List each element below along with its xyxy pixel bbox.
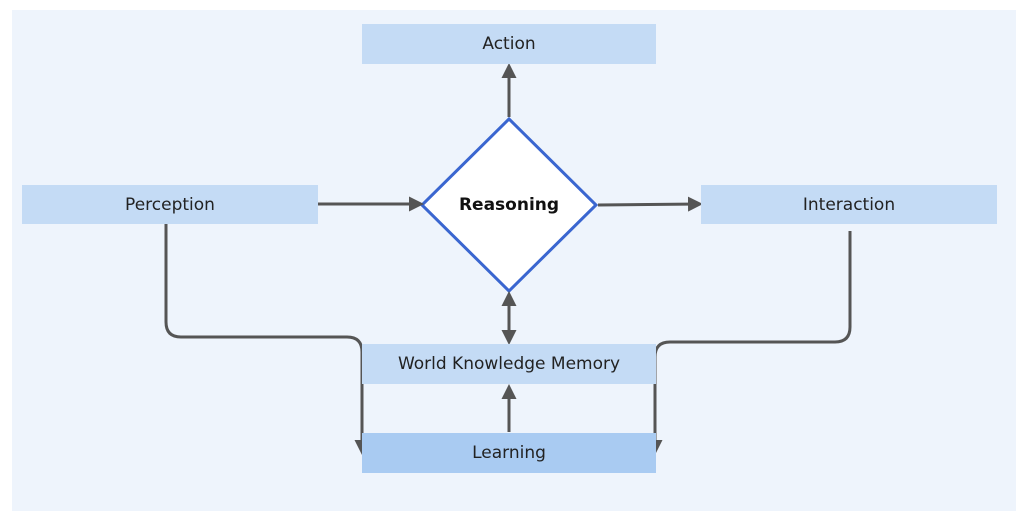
arrow-reasoning-to-interaction <box>597 196 703 212</box>
arrow-interaction-to-learning <box>647 231 852 455</box>
arrow-perception-to-learning <box>164 224 370 455</box>
memory-node: World Knowledge Memory <box>362 344 656 384</box>
learning-node: Learning <box>362 433 656 473</box>
reasoning-label: Reasoning <box>458 195 560 215</box>
memory-label: World Knowledge Memory <box>397 354 621 374</box>
perception-node: Perception <box>22 185 318 224</box>
learning-label: Learning <box>472 443 546 463</box>
perception-label: Perception <box>125 194 215 215</box>
action-label: Action <box>482 34 536 54</box>
action-node: Action <box>362 24 656 64</box>
interaction-label: Interaction <box>802 194 896 215</box>
interaction-node: Interaction <box>701 185 997 224</box>
